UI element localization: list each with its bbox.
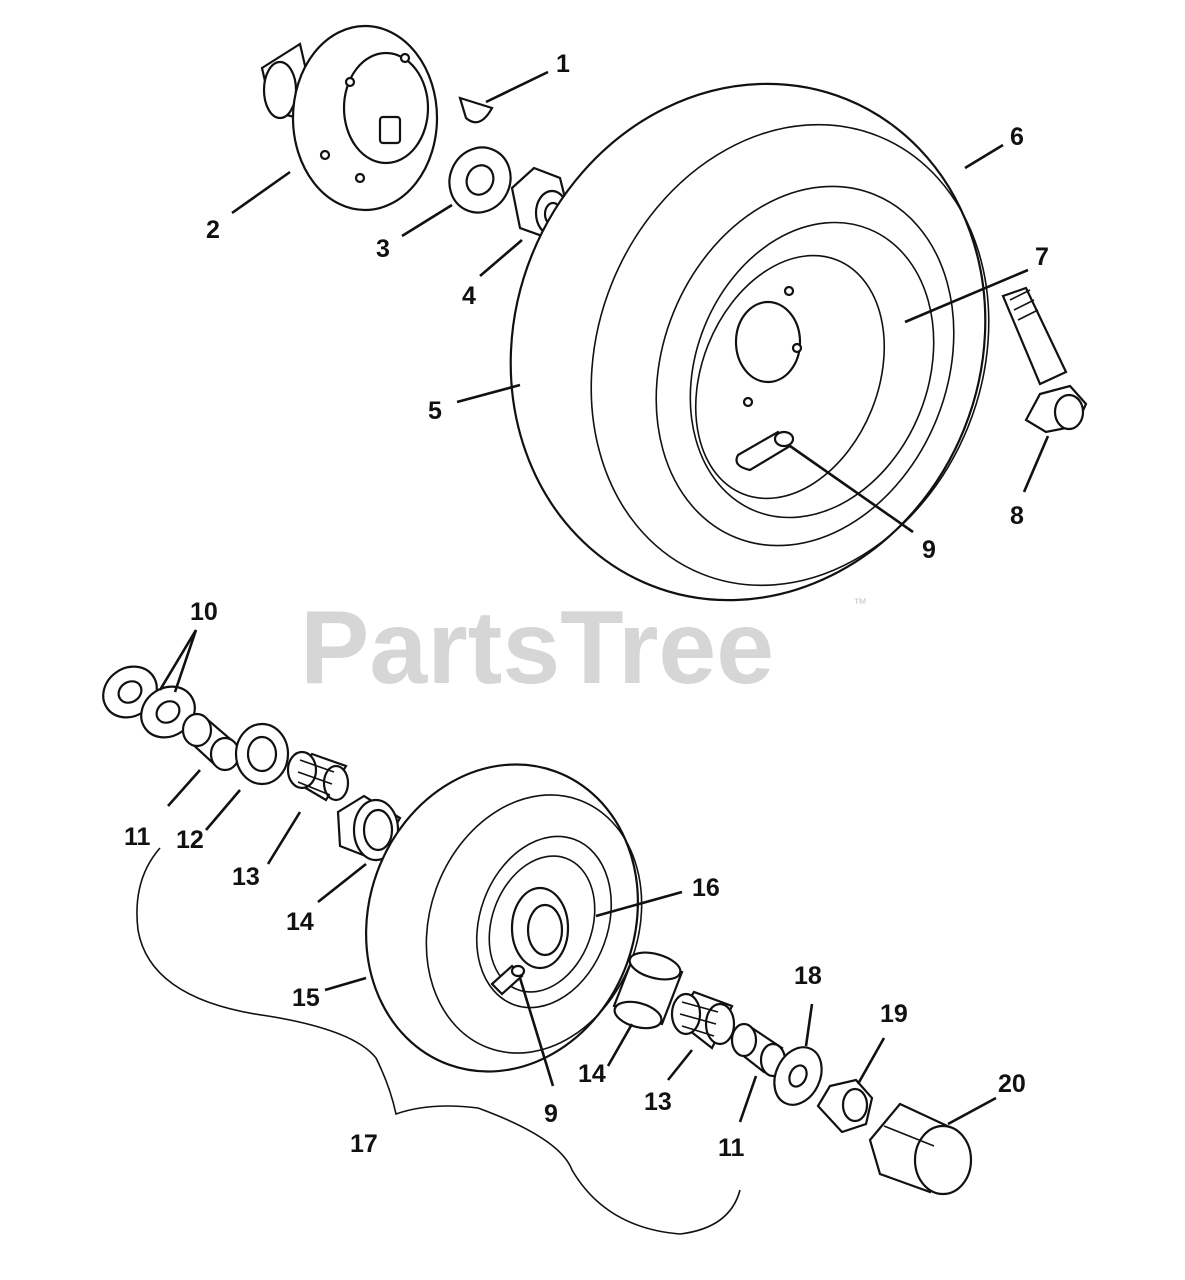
callout-9-upper: 9 xyxy=(922,536,936,564)
valve-stem-part-8 xyxy=(1001,286,1088,434)
bearing-part-12 xyxy=(234,722,290,786)
nut-part-19 xyxy=(816,1078,874,1134)
lower-leader-lines xyxy=(158,629,997,1126)
callout-9-lower: 9 xyxy=(544,1100,558,1128)
callout-11-right: 11 xyxy=(718,1134,745,1162)
callout-20: 20 xyxy=(998,1070,1026,1098)
tire-wheel-assembly xyxy=(509,82,990,602)
washer-part-18 xyxy=(773,1046,823,1106)
callout-13-left: 13 xyxy=(232,863,260,891)
callout-17: 17 xyxy=(350,1130,378,1158)
callout-12: 12 xyxy=(176,826,204,854)
callout-15: 15 xyxy=(292,984,320,1012)
spacer-part-11-left xyxy=(181,712,241,772)
callout-5: 5 xyxy=(428,397,442,425)
roller-cone-part-13-left xyxy=(286,750,350,802)
callout-18: 18 xyxy=(794,962,822,990)
callout-14-right: 14 xyxy=(578,1060,606,1088)
callout-11-left: 11 xyxy=(124,823,151,851)
hub-part-2 xyxy=(260,24,439,212)
washers-part-10 xyxy=(102,665,196,739)
callout-14-left: 14 xyxy=(286,908,314,936)
key-part-1 xyxy=(458,96,494,124)
callout-1: 1 xyxy=(556,50,570,78)
small-wheel-assembly xyxy=(365,763,643,1073)
partstree-watermark: PartsTree xyxy=(300,590,774,706)
callout-13-right: 13 xyxy=(644,1088,672,1116)
callout-4: 4 xyxy=(462,282,476,310)
washer-part-3 xyxy=(448,146,512,214)
upper-leader-lines xyxy=(231,70,1050,534)
assembly-bracket-17 xyxy=(136,847,741,1235)
callout-3: 3 xyxy=(376,235,390,263)
trademark-symbol: ™ xyxy=(853,595,867,611)
callout-6: 6 xyxy=(1010,123,1024,151)
cap-part-20 xyxy=(868,1102,973,1196)
callout-7: 7 xyxy=(1035,243,1049,271)
bearing-cup-part-14-left xyxy=(336,794,402,862)
callout-10: 10 xyxy=(190,598,218,626)
callout-2: 2 xyxy=(206,216,220,244)
callout-16: 16 xyxy=(692,874,720,902)
callout-numbers: 1 2 3 4 5 6 7 8 9 10 11 12 13 14 15 16 1… xyxy=(124,50,1049,1162)
callout-19: 19 xyxy=(880,1000,908,1028)
callout-8: 8 xyxy=(1010,502,1024,530)
bearing-cup-part-14-right xyxy=(612,951,684,1030)
roller-cone-part-13-right xyxy=(670,990,736,1050)
